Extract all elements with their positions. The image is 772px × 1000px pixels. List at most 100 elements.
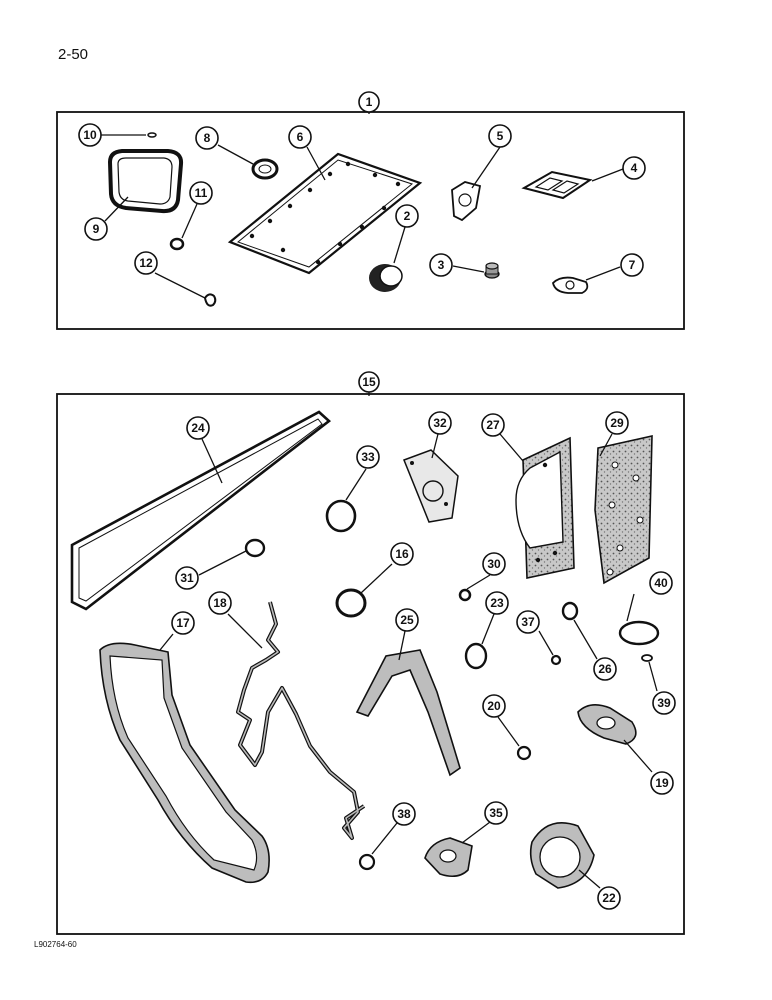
svg-text:7: 7	[629, 258, 636, 272]
svg-text:37: 37	[521, 615, 535, 629]
part-22-round-gasket	[529, 822, 595, 889]
part-17-gear-cover-gasket	[99, 642, 270, 884]
svg-text:5: 5	[497, 129, 504, 143]
part-35-gasket	[424, 837, 473, 878]
part-18-front-cover-gasket	[236, 601, 366, 840]
callout-7: 7	[620, 253, 644, 277]
svg-text:39: 39	[657, 696, 671, 710]
svg-text:31: 31	[180, 571, 194, 585]
callout-38: 38	[392, 802, 416, 826]
part-11-washer	[169, 237, 185, 251]
part-16-seal	[335, 588, 367, 618]
part-40-o-ring	[618, 620, 660, 646]
part-8-oil-seal	[251, 158, 279, 180]
svg-text:20: 20	[487, 699, 501, 713]
svg-text:8: 8	[204, 131, 211, 145]
callout-39: 39	[652, 691, 676, 715]
svg-text:40: 40	[654, 576, 668, 590]
callout-31: 31	[175, 566, 199, 590]
callout-17: 17	[171, 611, 195, 635]
callout-2: 2	[395, 204, 419, 228]
callout-4: 4	[622, 156, 646, 180]
part-5-gasket	[451, 181, 482, 222]
svg-text:6: 6	[297, 130, 304, 144]
callout-26: 26	[593, 657, 617, 681]
part-38-o-ring	[358, 853, 376, 871]
svg-text:30: 30	[487, 557, 501, 571]
part-31-o-ring	[244, 538, 266, 558]
svg-text:16: 16	[395, 547, 409, 561]
svg-text:35: 35	[489, 806, 503, 820]
callout-8: 8	[195, 126, 219, 150]
part-10-small-o-ring	[147, 132, 157, 138]
svg-text:1: 1	[366, 95, 373, 109]
part-29-plate-gasket	[594, 434, 653, 585]
svg-text:17: 17	[176, 616, 190, 630]
svg-text:23: 23	[490, 596, 504, 610]
callout-10: 10	[78, 123, 102, 147]
part-7-flange-gasket	[552, 276, 589, 294]
svg-text:32: 32	[433, 416, 447, 430]
callout-37: 37	[516, 610, 540, 634]
svg-text:38: 38	[397, 807, 411, 821]
part-30-washer	[458, 588, 472, 602]
callout-11: 11	[189, 181, 213, 205]
part-23-o-ring	[464, 642, 488, 670]
callout-9: 9	[84, 217, 108, 241]
callout-29: 29	[605, 411, 629, 435]
callout-35: 35	[484, 801, 508, 825]
svg-text:24: 24	[191, 421, 205, 435]
part-26-o-ring	[561, 601, 579, 621]
callout-22: 22	[597, 886, 621, 910]
page-number: 2-50	[58, 46, 89, 63]
figure-code: L902764-60	[34, 940, 77, 949]
part-6-rocker-cover-gasket	[227, 152, 423, 275]
callout-32: 32	[428, 411, 452, 435]
part-25-cover-gasket	[355, 649, 461, 777]
callout-12: 12	[134, 251, 158, 275]
svg-text:9: 9	[93, 222, 100, 236]
kit-box-lower	[56, 393, 685, 935]
callout-3: 3	[429, 253, 453, 277]
part-33-o-ring	[325, 499, 357, 533]
part-32-gasket	[403, 449, 459, 523]
part-19-flange-gasket	[577, 704, 637, 745]
part-39-o-ring	[641, 654, 653, 662]
callout-40: 40	[649, 571, 673, 595]
svg-text:11: 11	[195, 186, 208, 200]
svg-text:4: 4	[631, 161, 638, 175]
part-2-crankshaft-seal	[369, 264, 403, 292]
svg-text:26: 26	[598, 662, 612, 676]
svg-text:15: 15	[362, 375, 376, 389]
part-9-square-seal	[107, 149, 184, 214]
callout-30: 30	[482, 552, 506, 576]
svg-text:27: 27	[486, 418, 500, 432]
callout-20: 20	[482, 694, 506, 718]
part-20-o-ring	[516, 745, 532, 761]
part-4-double-window-gasket	[521, 170, 593, 200]
callout-23: 23	[485, 591, 509, 615]
part-37-washer	[550, 654, 562, 666]
callout-1: 1	[358, 91, 380, 113]
callout-24: 24	[186, 416, 210, 440]
svg-text:3: 3	[438, 258, 445, 272]
svg-text:33: 33	[361, 450, 375, 464]
part-12-clip	[203, 293, 217, 307]
svg-text:25: 25	[400, 613, 414, 627]
callout-6: 6	[288, 125, 312, 149]
svg-text:19: 19	[655, 776, 669, 790]
svg-text:12: 12	[139, 256, 153, 270]
callout-27: 27	[481, 413, 505, 437]
callout-25: 25	[395, 608, 419, 632]
svg-text:29: 29	[610, 416, 624, 430]
callout-33: 33	[356, 445, 380, 469]
part-3-grommet	[484, 262, 500, 279]
svg-text:10: 10	[83, 128, 97, 142]
callout-15: 15	[358, 371, 380, 393]
callout-18: 18	[208, 591, 232, 615]
svg-text:2: 2	[404, 209, 411, 223]
part-27-timing-gasket	[515, 436, 575, 579]
callout-19: 19	[650, 771, 674, 795]
part-24-oil-pan-gasket	[70, 410, 332, 611]
